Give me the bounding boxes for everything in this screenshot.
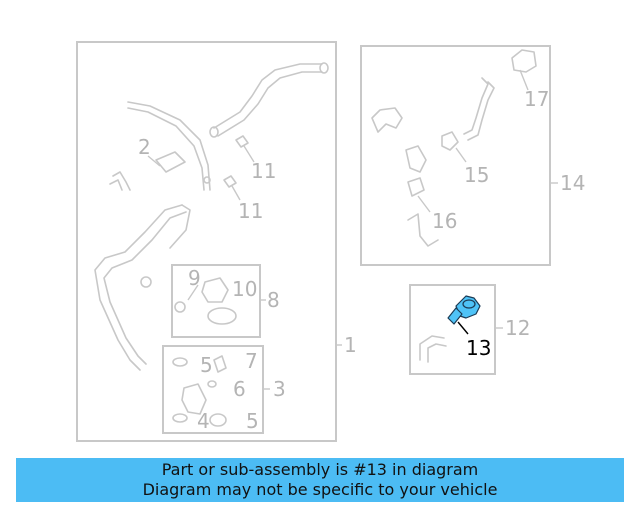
label-16: 16: [432, 209, 457, 233]
connector-2: [109, 151, 186, 191]
label-5a: 5: [200, 353, 213, 377]
parts-diagram: 1 2 3 4 5 5 6 7 8 9 10 11 11 12 13 14 15…: [76, 41, 585, 442]
label-12: 12: [505, 316, 530, 340]
label-15: 15: [464, 163, 489, 187]
thermostat-9-10: [174, 277, 237, 325]
label-9: 9: [188, 266, 201, 290]
banner-line-2: Diagram may not be specific to your vehi…: [142, 480, 498, 499]
banner-line-1: Part or sub-assembly is #13 in diagram: [161, 460, 479, 479]
hose-lower: [94, 204, 191, 371]
label-11b: 11: [238, 199, 263, 223]
label-17: 17: [524, 87, 549, 111]
label-3: 3: [273, 377, 286, 401]
subassembly-box-8: [171, 264, 261, 338]
label-4: 4: [197, 409, 210, 433]
label-2: 2: [138, 135, 151, 159]
highlighted-part-13: [447, 295, 481, 335]
clip-11b: [223, 175, 241, 201]
hose-12: [419, 335, 447, 363]
label-10: 10: [232, 277, 257, 301]
clip-11a: [235, 135, 255, 163]
water-pump-parts: [172, 355, 227, 427]
label-8: 8: [267, 288, 280, 312]
assembly-box-1: [76, 41, 337, 442]
label-5b: 5: [246, 409, 259, 433]
assembly-box-12: [409, 284, 496, 375]
label-11a: 11: [251, 159, 276, 183]
label-13: 13: [466, 336, 491, 360]
label-6: 6: [233, 377, 246, 401]
label-1: 1: [344, 333, 357, 357]
info-banner: Part or sub-assembly is #13 in diagram D…: [16, 458, 624, 502]
label-7: 7: [245, 349, 258, 373]
label-14: 14: [560, 171, 585, 195]
bypass-pipe: [127, 101, 211, 191]
assembly-box-14: [360, 45, 551, 266]
hose-group-14: [371, 49, 537, 247]
hose-upper: [209, 62, 329, 138]
